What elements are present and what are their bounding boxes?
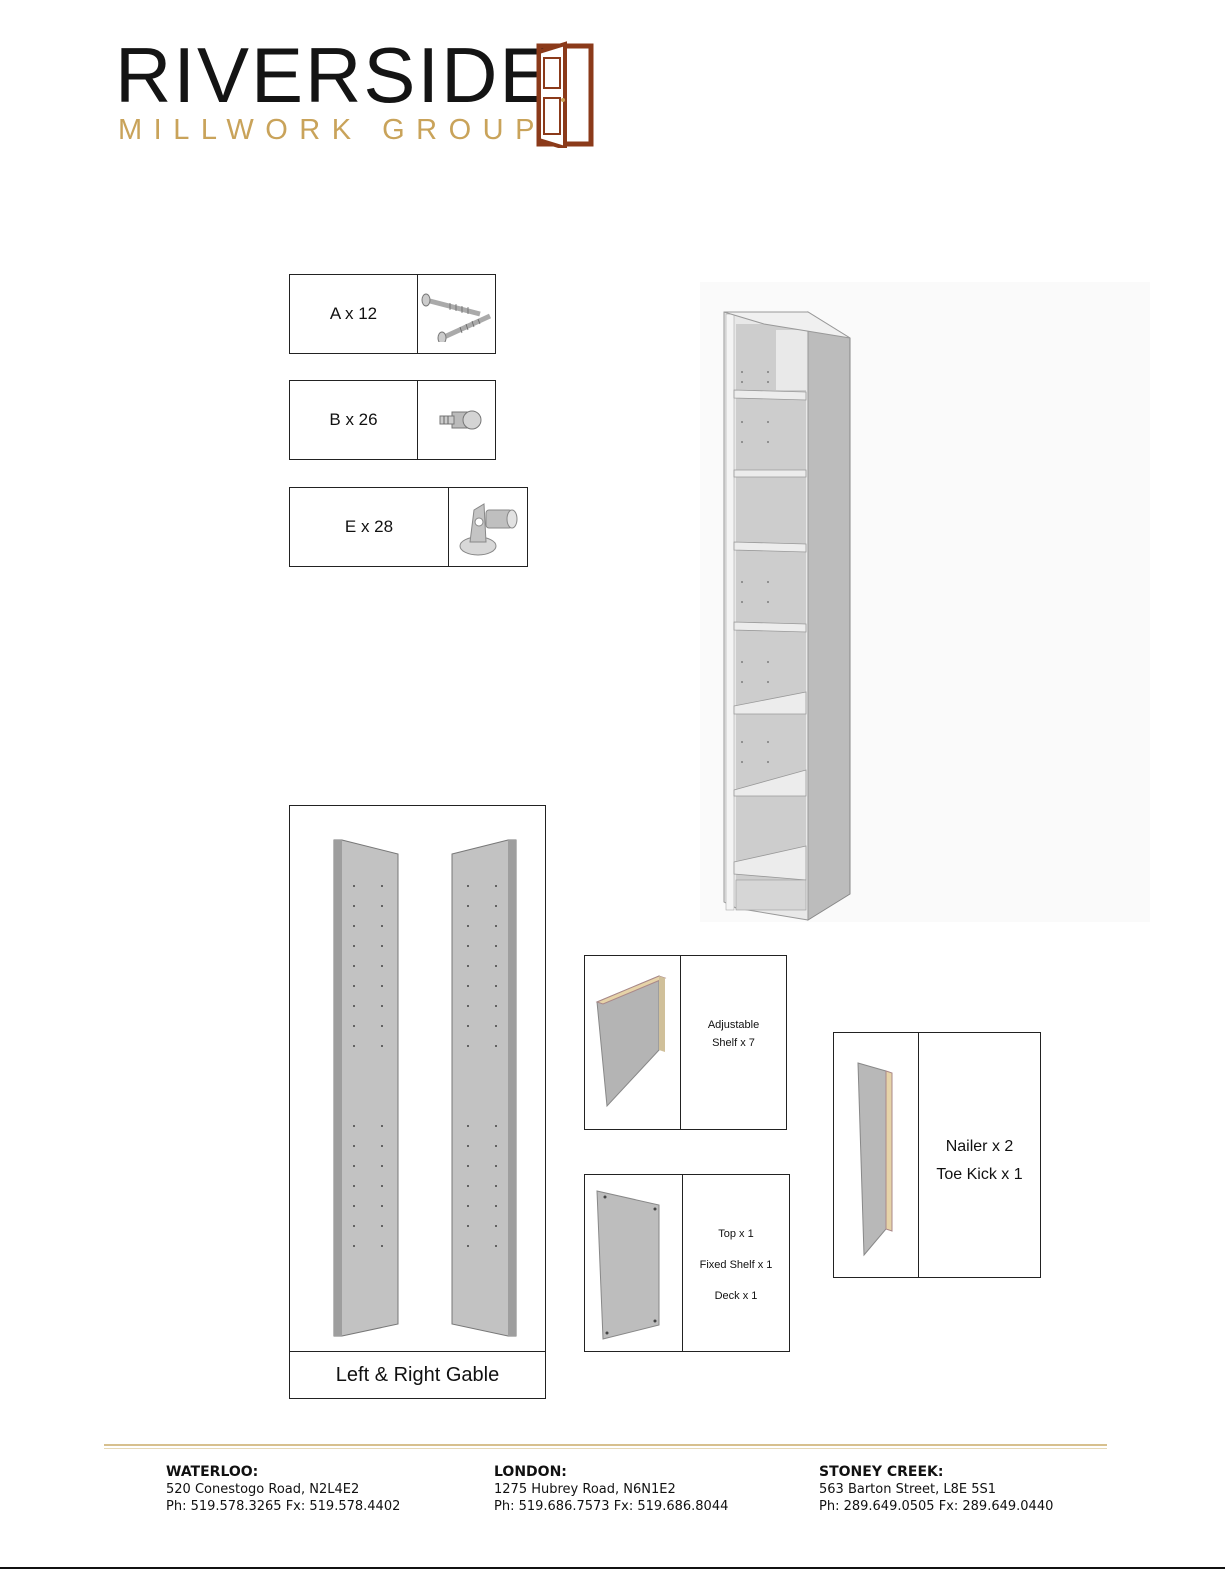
- footer-city: LONDON:: [494, 1464, 567, 1480]
- footer-divider-thin: [104, 1448, 1107, 1449]
- top-group-label: Top x 1 Fixed Shelf x 1 Deck x 1: [683, 1219, 789, 1312]
- nailer-group-line1: Nailer x 2: [945, 1138, 1014, 1155]
- hardware-item-b: B x 26: [289, 380, 496, 460]
- footer-phone: Ph: 519.686.7573 Fx: 519.686.8044: [494, 1499, 729, 1514]
- gable-panel-box: Left & Right Gable: [289, 805, 546, 1399]
- nailer-group-label: Nailer x 2 Toe Kick x 1: [919, 1133, 1040, 1189]
- hardware-label-a: A x 12: [290, 275, 418, 353]
- adjustable-shelf-line1: Adjustable: [707, 1019, 760, 1031]
- footer-location-waterloo: WATERLOO: 520 Conestogo Road, N2L4E2 Ph:…: [166, 1464, 400, 1515]
- hardware-label-e: E x 28: [290, 488, 449, 566]
- top-group-line2: Fixed Shelf x 1: [699, 1259, 773, 1271]
- cam-bolt-icon: [418, 381, 495, 459]
- footer-city: STONEY CREEK:: [819, 1464, 944, 1480]
- top-group-line3: Deck x 1: [714, 1290, 758, 1302]
- gable-caption: Left & Right Gable: [290, 1351, 545, 1398]
- footer-city: WATERLOO:: [166, 1464, 259, 1480]
- footer-address: 1275 Hubrey Road, N6N1E2: [494, 1482, 676, 1497]
- nailer-group-line2: Toe Kick x 1: [936, 1166, 1023, 1183]
- adjustable-shelf-line2: Shelf x 7: [712, 1037, 755, 1050]
- shelf-pin-icon: [449, 488, 527, 566]
- assembled-bookcase-illustration: [700, 282, 1150, 922]
- adjustable-shelf-box: Adjustable Shelf x 7: [584, 955, 787, 1130]
- hardware-label-b: B x 26: [290, 381, 418, 459]
- nailer-toekick-box: Nailer x 2 Toe Kick x 1: [833, 1032, 1041, 1278]
- hardware-item-e: E x 28: [289, 487, 528, 567]
- footer-phone: Ph: 519.578.3265 Fx: 519.578.4402: [166, 1499, 401, 1514]
- hardware-item-a: A x 12: [289, 274, 496, 354]
- adjustable-shelf-illustration: [595, 975, 667, 1108]
- door-logo-icon: [536, 41, 594, 148]
- logo-wordmark: RIVERSIDE: [115, 31, 554, 119]
- top-group-line1: Top x 1: [718, 1228, 754, 1240]
- gable-illustration: [333, 839, 517, 1337]
- footer-address: 563 Barton Street, L8E 5S1: [819, 1482, 997, 1497]
- nailer-illustration: [857, 1062, 893, 1257]
- footer-divider: [104, 1444, 1107, 1446]
- footer-address: 520 Conestogo Road, N2L4E2: [166, 1482, 360, 1497]
- logo-subtitle: MILLWORK GROUP: [118, 114, 546, 146]
- footer-location-stoney-creek: STONEY CREEK: 563 Barton Street, L8E 5S1…: [819, 1464, 1053, 1515]
- footer-phone: Ph: 289.649.0505 Fx: 289.649.0440: [819, 1499, 1054, 1514]
- adjustable-shelf-label: Adjustable Shelf x 7: [681, 1016, 786, 1052]
- footer-location-london: LONDON: 1275 Hubrey Road, N6N1E2 Ph: 519…: [494, 1464, 728, 1515]
- top-panel-illustration: [596, 1190, 660, 1340]
- page-bottom-rule: [0, 1567, 1225, 1569]
- top-shelf-deck-box: Top x 1 Fixed Shelf x 1 Deck x 1: [584, 1174, 790, 1352]
- screw-icon: [418, 275, 495, 353]
